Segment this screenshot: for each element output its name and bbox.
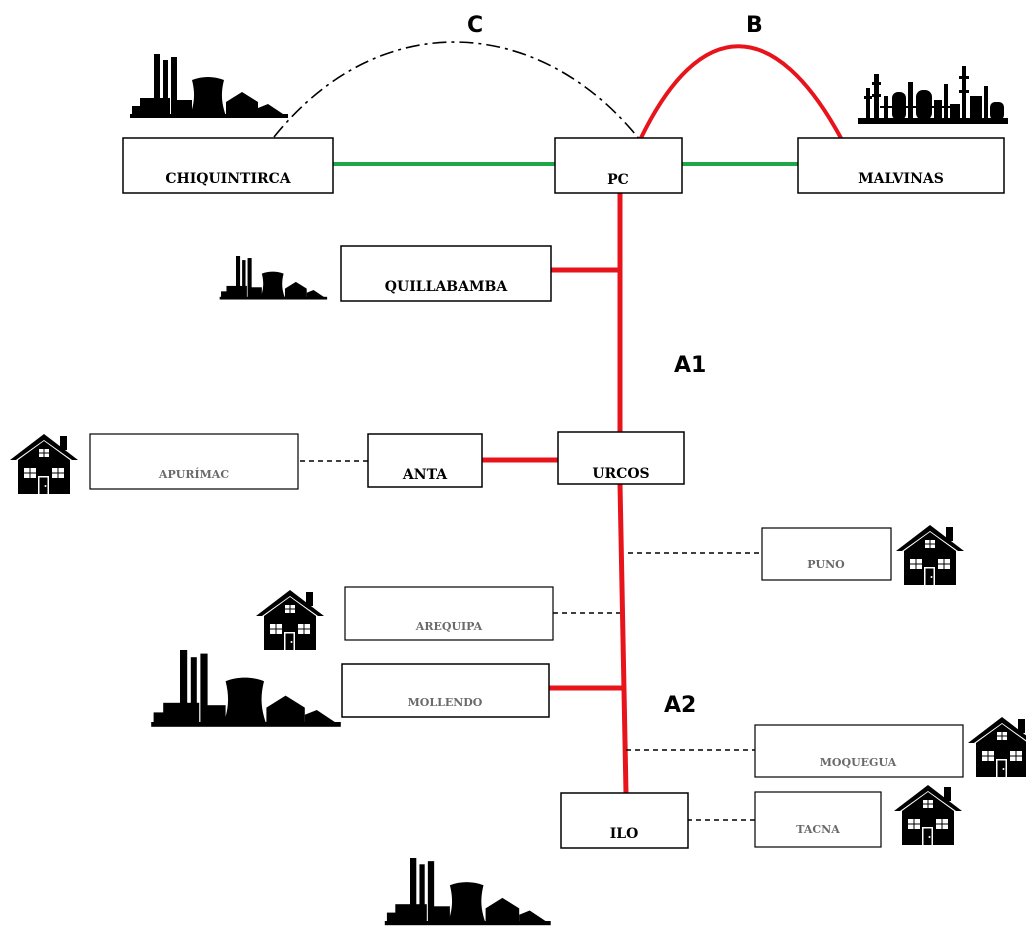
- segment-labels: C B A1 A2: [467, 13, 763, 718]
- node-label-tacna: TACNA: [796, 823, 840, 836]
- segment-label-c: C: [467, 13, 483, 38]
- node-label-urcos: URCOS: [592, 466, 649, 482]
- node-label-anta: ANTA: [402, 467, 448, 483]
- node-label-apurimac: APURÍMAC: [158, 467, 229, 481]
- node-label-mollendo: MOLLENDO: [408, 696, 483, 709]
- power-plant-icon: [384, 858, 551, 926]
- node-label-malvinas: MALVINAS: [858, 171, 944, 187]
- node-malvinas: MALVINAS: [797, 137, 1005, 194]
- nodes: CHIQUINTIRCA PC MALVINAS QUILLABAMBA APU…: [89, 137, 1005, 849]
- curve-b: [638, 44, 844, 141]
- node-tacna: TACNA: [754, 791, 882, 848]
- node-label-arequipa: AREQUIPA: [415, 620, 483, 633]
- node-urcos: URCOS: [557, 431, 685, 485]
- node-label-quillabamba: QUILLABAMBA: [385, 279, 509, 295]
- node-mollendo: MOLLENDO: [341, 663, 550, 718]
- house-icon: [256, 590, 324, 650]
- node-label-ilo: ILO: [610, 826, 639, 842]
- refinery-icon: [858, 66, 1008, 124]
- node-moquegua: MOQUEGUA: [754, 724, 964, 778]
- node-pc: PC: [554, 137, 683, 194]
- node-arequipa: AREQUIPA: [344, 586, 554, 641]
- node-quillabamba: QUILLABAMBA: [340, 245, 552, 302]
- power-plant-icon: [151, 650, 341, 727]
- house-icon: [10, 434, 78, 494]
- curve-c: [273, 41, 641, 141]
- node-anta: ANTA: [367, 433, 483, 488]
- node-label-moquegua: MOQUEGUA: [820, 756, 897, 769]
- connection-lines: [273, 41, 844, 821]
- house-icon: [894, 785, 962, 845]
- node-puno: PUNO: [761, 527, 892, 581]
- trunk-line-a2: [617, 483, 629, 794]
- node-label-puno: PUNO: [807, 558, 845, 571]
- node-ilo: ILO: [560, 792, 689, 849]
- segment-label-a1: A1: [674, 353, 706, 378]
- power-plant-icon: [219, 256, 328, 300]
- house-icon: [896, 525, 964, 585]
- node-chiquintirca: CHIQUINTIRCA: [122, 137, 334, 194]
- power-plant-icon: [130, 54, 288, 118]
- house-icon: [968, 717, 1026, 777]
- segment-label-a2: A2: [664, 693, 696, 718]
- node-label-chiquintirca: CHIQUINTIRCA: [165, 171, 291, 187]
- node-apurimac: APURÍMAC: [89, 433, 299, 490]
- node-label-pc: PC: [607, 172, 629, 188]
- segment-label-b: B: [746, 13, 763, 38]
